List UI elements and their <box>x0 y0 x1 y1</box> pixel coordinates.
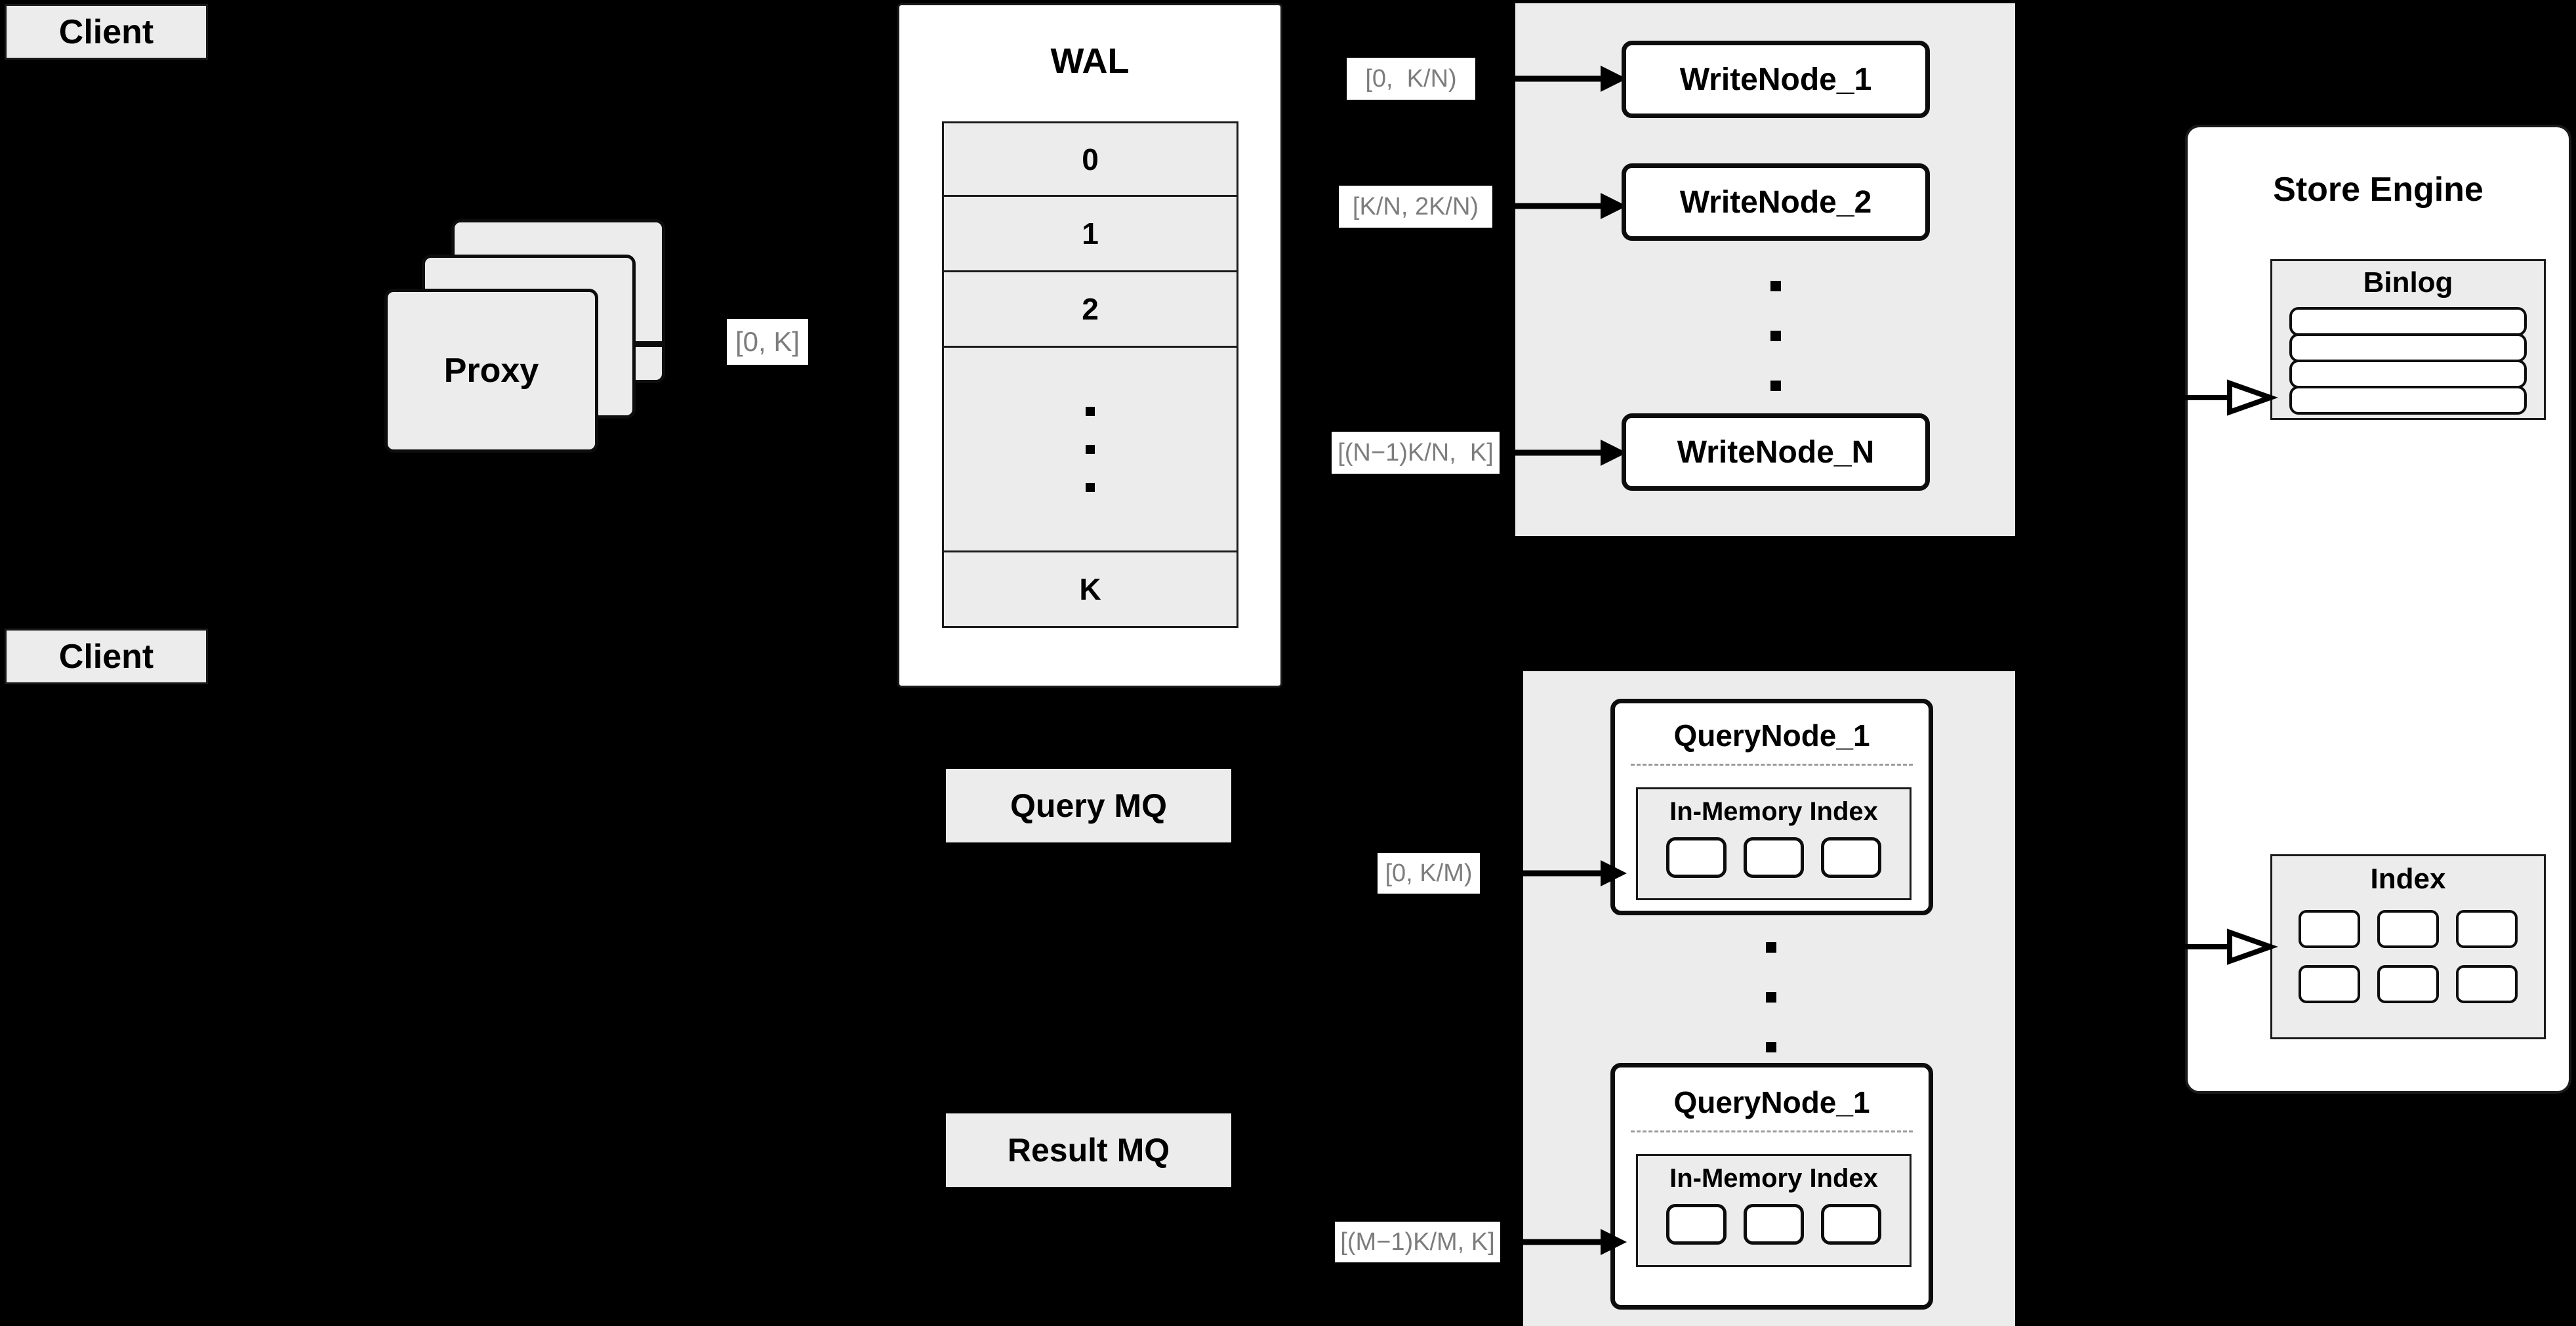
binlog-row[interactable] <box>2289 333 2527 362</box>
query-mq-label: Query MQ <box>1010 787 1167 824</box>
proxy-range-text: [0, K] <box>735 326 800 357</box>
binlog-box: Binlog <box>2270 259 2546 420</box>
wal-cell-label: 2 <box>1082 292 1099 326</box>
querynode-title: QueryNode_1 <box>1673 1085 1870 1119</box>
writenode-label: WriteNode_2 <box>1679 184 1872 220</box>
client-label: Client <box>58 637 154 676</box>
arrow-to-writenode-n <box>1509 440 1627 466</box>
querynode-1-range-label: [0, K/M) <box>1378 853 1480 894</box>
wal-cell-K[interactable]: K <box>942 552 1238 628</box>
proxy-label: Proxy <box>443 352 539 390</box>
index-chip[interactable] <box>1666 837 1727 878</box>
store-engine-title: Store Engine <box>2273 171 2484 209</box>
wal-cell-label: K <box>1079 572 1101 606</box>
store-index-chip[interactable] <box>2299 910 2360 948</box>
writenode-1-range-label: [0, K/N) <box>1347 58 1475 100</box>
writenode-2[interactable]: WriteNode_2 <box>1622 163 1930 241</box>
store-index-title: Index <box>2370 863 2446 895</box>
in-memory-index-title: In-Memory Index <box>1669 1164 1878 1193</box>
store-index-chip[interactable] <box>2456 910 2518 948</box>
range-text: [0, K/M) <box>1385 859 1473 887</box>
range-text: [K/N, 2K/N) <box>1352 192 1479 220</box>
proxy-range-label: [0, K] <box>727 319 808 365</box>
result-mq-label: Result MQ <box>1007 1132 1170 1169</box>
querynode-1[interactable]: QueryNode_1 In-Memory Index <box>1610 699 1933 915</box>
arrow-to-querynode-1 <box>1509 860 1627 886</box>
querynode-title: QueryNode_1 <box>1673 718 1870 753</box>
range-text: [(M−1)K/M, K] <box>1340 1228 1495 1256</box>
arrow-to-binlog <box>2152 379 2278 416</box>
wal-cell-ellipsis <box>942 348 1238 552</box>
index-chip[interactable] <box>1744 1204 1804 1245</box>
in-memory-index-box: In-Memory Index <box>1636 1154 1912 1267</box>
writenode-n-range-label: [(N−1)K/N, K] <box>1332 432 1500 474</box>
client-box-1[interactable]: Client <box>5 4 208 60</box>
binlog-row[interactable] <box>2289 386 2527 415</box>
store-index-chip[interactable] <box>2377 910 2439 948</box>
querynode-separator <box>1631 1130 1913 1132</box>
arrow-to-store-index <box>2152 928 2278 965</box>
wal-cell-label: 0 <box>1082 142 1099 176</box>
querynode-2-range-label: [(M−1)K/M, K] <box>1335 1222 1500 1262</box>
querynode-2[interactable]: QueryNode_1 In-Memory Index <box>1610 1063 1933 1310</box>
range-text: [(N−1)K/N, K] <box>1338 438 1494 466</box>
index-chip[interactable] <box>1744 837 1804 878</box>
proxy-output-connector <box>635 341 665 347</box>
binlog-title: Binlog <box>2363 266 2453 299</box>
writenode-vertical-ellipsis-icon <box>1768 281 1784 391</box>
writenode-2-range-label: [K/N, 2K/N) <box>1339 186 1492 228</box>
wal-cell-1[interactable]: 1 <box>942 197 1238 272</box>
index-chip[interactable] <box>1666 1204 1727 1245</box>
in-memory-index-title: In-Memory Index <box>1669 797 1878 826</box>
client-label: Client <box>58 12 154 51</box>
querynode-separator <box>1631 764 1913 766</box>
arrow-to-writenode-1 <box>1509 66 1627 92</box>
store-index-box: Index <box>2270 854 2546 1039</box>
index-chip[interactable] <box>1821 837 1881 878</box>
querynode-vertical-ellipsis-icon <box>1763 942 1779 1052</box>
store-index-chip[interactable] <box>2377 965 2439 1003</box>
result-mq-box[interactable]: Result MQ <box>946 1113 1231 1187</box>
writenode-1[interactable]: WriteNode_1 <box>1622 41 1930 118</box>
index-chip[interactable] <box>1821 1204 1881 1245</box>
store-index-chip[interactable] <box>2456 965 2518 1003</box>
store-index-chip[interactable] <box>2299 965 2360 1003</box>
proxy-card-front[interactable]: Proxy <box>384 289 598 453</box>
wal-title: WAL <box>1050 41 1130 81</box>
writenode-label: WriteNode_N <box>1677 434 1875 470</box>
wal-cell-label: 1 <box>1082 217 1099 251</box>
arrow-to-querynode-2 <box>1509 1229 1627 1255</box>
in-memory-index-box: In-Memory Index <box>1636 787 1912 900</box>
binlog-row[interactable] <box>2289 307 2527 336</box>
wal-cell-0[interactable]: 0 <box>942 121 1238 197</box>
query-mq-box[interactable]: Query MQ <box>946 769 1231 842</box>
vertical-ellipsis-icon <box>1086 406 1095 492</box>
range-text: [0, K/N) <box>1365 64 1457 93</box>
writenode-n[interactable]: WriteNode_N <box>1622 413 1930 491</box>
writenode-label: WriteNode_1 <box>1679 62 1872 97</box>
binlog-row[interactable] <box>2289 360 2527 388</box>
wal-cell-2[interactable]: 2 <box>942 272 1238 348</box>
client-box-2[interactable]: Client <box>5 629 208 684</box>
arrow-to-writenode-2 <box>1509 193 1627 219</box>
